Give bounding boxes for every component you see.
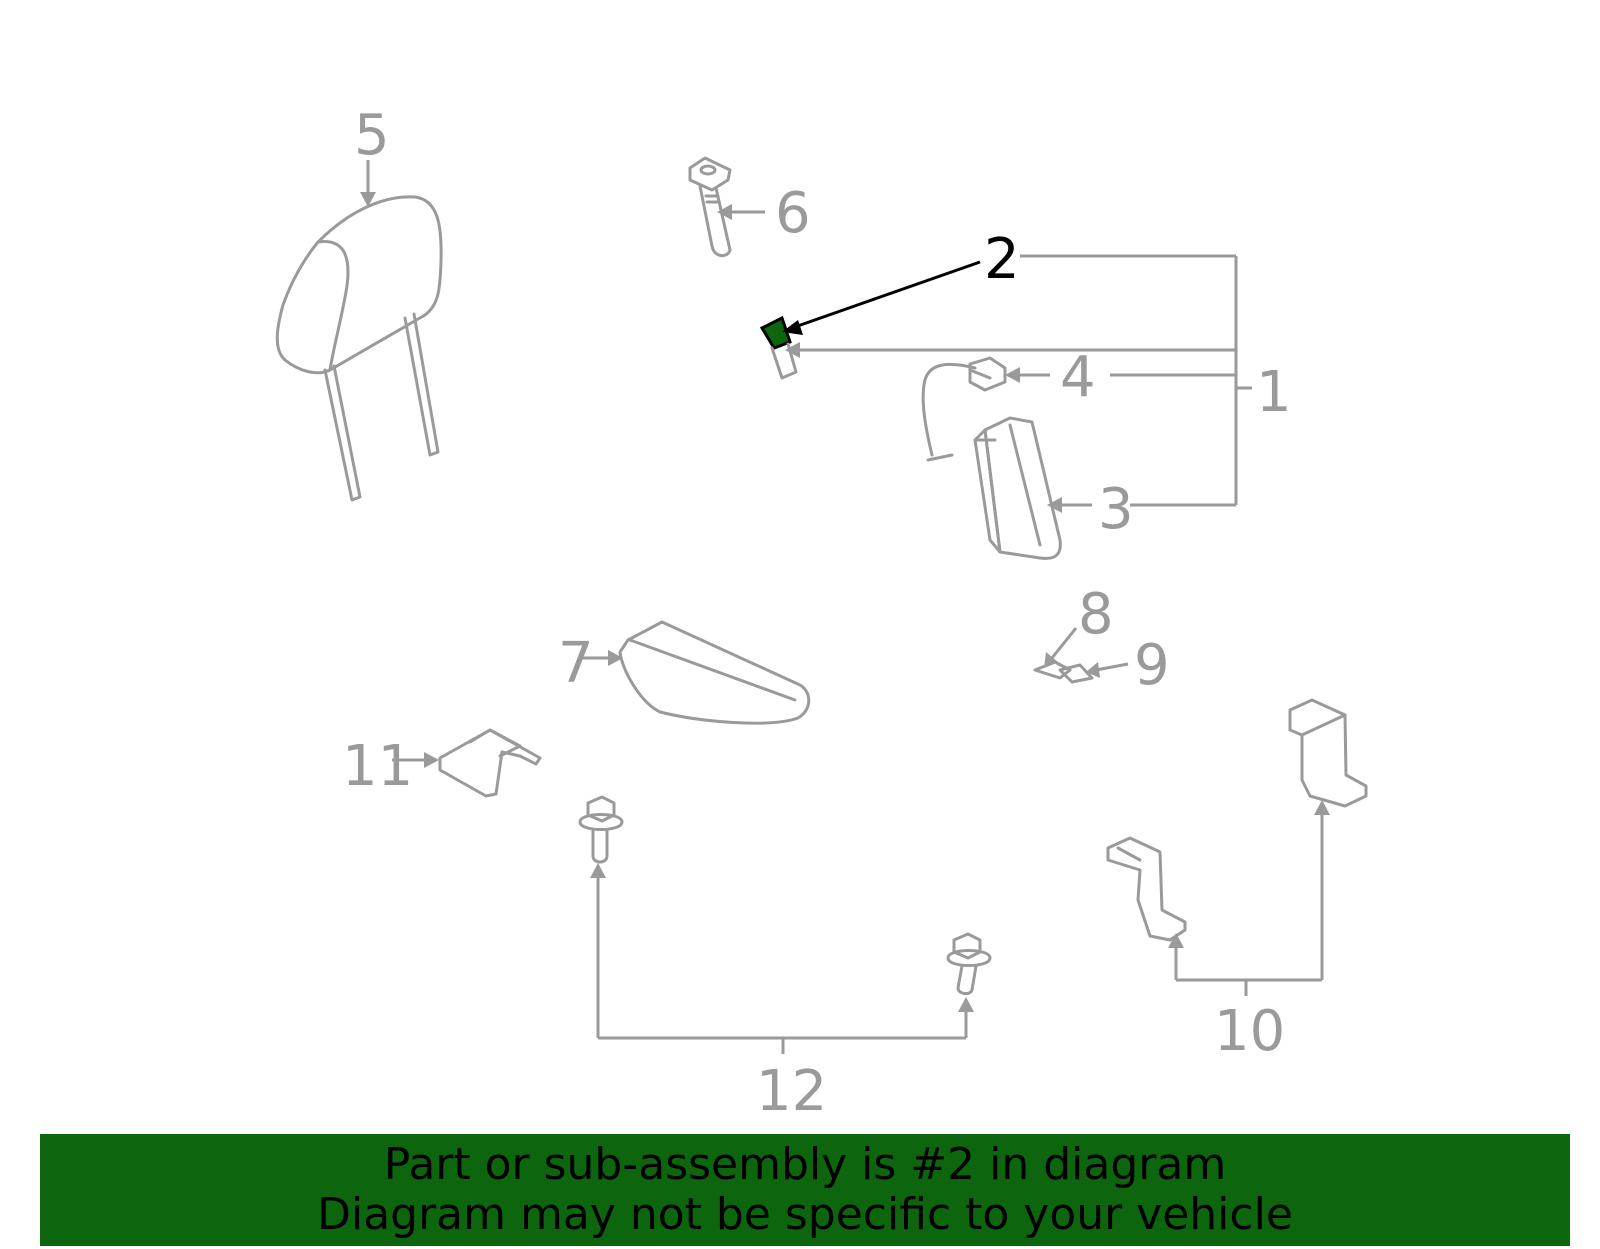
callout-9: 9 [1086, 633, 1170, 698]
callout-label-2: 2 [984, 227, 1020, 292]
callout-label-10: 10 [1214, 999, 1285, 1064]
callout-8: 8 [1044, 582, 1114, 668]
callout-label-1: 1 [1256, 360, 1292, 425]
callout-label-6: 6 [775, 181, 811, 246]
callout-3: 3 [1047, 477, 1236, 542]
callout-label-3: 3 [1098, 477, 1134, 542]
callout-11: 11 [342, 734, 439, 799]
callout-4: 4 [1005, 345, 1236, 410]
callout-12: 12 [590, 863, 974, 1124]
bolt-part-12a[interactable] [578, 795, 624, 864]
callout-5: 5 [354, 103, 390, 207]
callout-2: 2 [782, 227, 1236, 335]
callout-label-11: 11 [342, 734, 413, 799]
callout-7: 7 [558, 631, 623, 696]
banner-line-2: Diagram may not be specific to your vehi… [317, 1189, 1293, 1240]
callout-10: 10 [1168, 800, 1330, 1064]
bolt-part-12b[interactable] [946, 932, 992, 996]
hook-part-10a[interactable] [1106, 836, 1187, 942]
clip-part-8-9[interactable] [1033, 660, 1094, 684]
callout-label-9: 9 [1134, 633, 1170, 698]
cover-part-7[interactable] [618, 620, 811, 725]
callout-label-8: 8 [1078, 582, 1114, 647]
airbag-module-part-3[interactable] [973, 416, 1062, 560]
callout-label-12: 12 [756, 1059, 827, 1124]
callout-1: 1 [785, 256, 1292, 505]
callout-label-4: 4 [1060, 345, 1096, 410]
clip-part-2[interactable] [759, 315, 798, 380]
callout-6: 6 [717, 181, 811, 246]
hook-part-10b[interactable] [1288, 698, 1368, 808]
bracket-part-11[interactable] [438, 728, 542, 798]
banner-line-1: Part or sub-assembly is #2 in diagram [383, 1139, 1227, 1190]
headrest-part-5[interactable] [275, 195, 443, 502]
callout-label-7: 7 [558, 631, 594, 696]
callout-label-5: 5 [354, 103, 390, 168]
guide-part-6[interactable] [688, 156, 732, 257]
info-banner: Part or sub-assembly is #2 in diagram Di… [40, 1134, 1570, 1246]
harness-part-4[interactable] [921, 356, 1007, 462]
